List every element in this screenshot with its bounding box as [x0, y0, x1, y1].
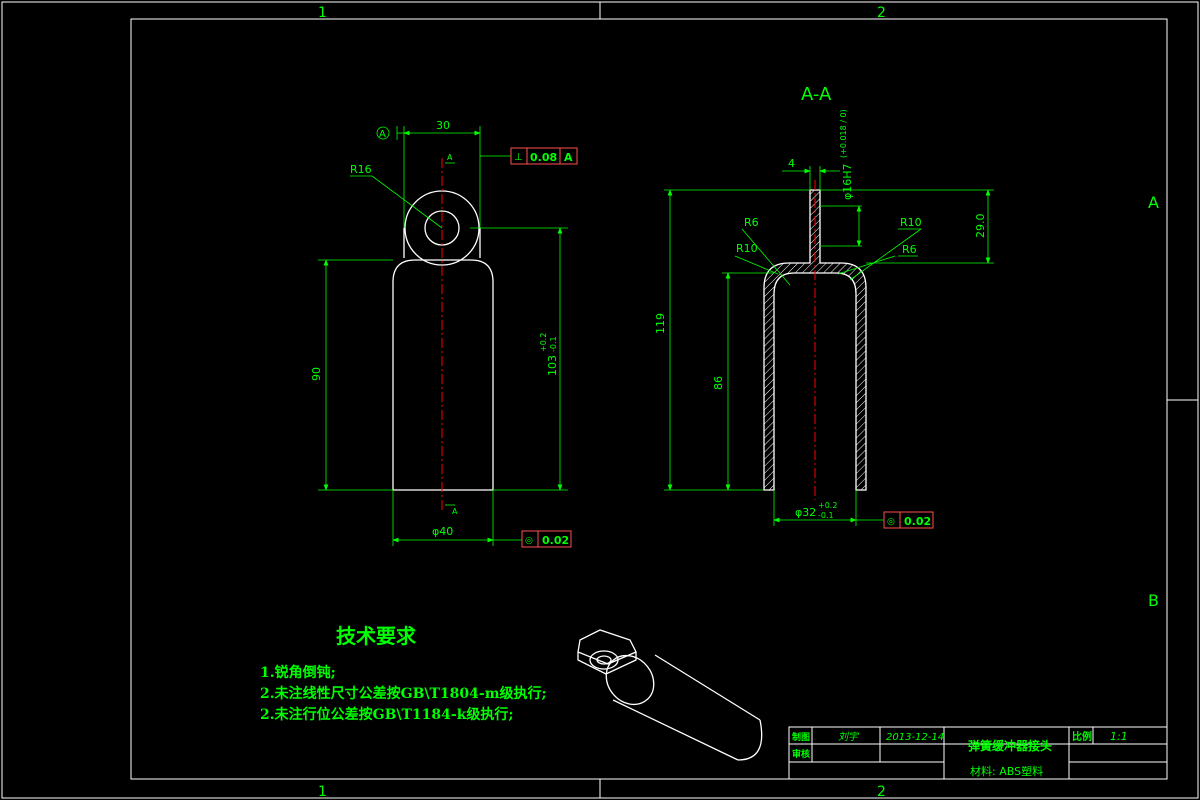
- dim-top-offset: 29.0: [974, 214, 987, 239]
- section-title: A-A: [801, 84, 832, 105]
- tol-1-value: 0.08: [530, 151, 557, 164]
- zone-right-b: B: [1148, 591, 1159, 610]
- tol-3-symbol: ◎: [887, 517, 895, 527]
- tol-1-datum: A: [564, 151, 573, 164]
- title-material: 材料: ABS塑料: [970, 764, 1043, 778]
- tech-requirements-title: 技术要求: [336, 624, 416, 648]
- tol-1-symbol: ⊥: [514, 152, 523, 163]
- tol-3-value: 0.02: [904, 515, 931, 528]
- section-view: A-A: [654, 84, 994, 529]
- title-block: 制图 审核 刘宇 2013-12-14 弹簧缓冲器接头 比例 1:1 材料: A…: [788, 726, 1168, 780]
- zone-top-1: 1: [318, 5, 327, 21]
- dim-r6-right: R6: [902, 243, 917, 256]
- dim-height-119: 119: [654, 313, 667, 334]
- dim-r6-left: R6: [744, 216, 759, 229]
- tol-2-value: 0.02: [542, 534, 569, 547]
- title-label-scale: 比例: [1072, 730, 1092, 743]
- tech-requirement-item: 2.未注线性尺寸公差按GB\T1804-m级执行;: [260, 686, 547, 702]
- tol-inner-lower: -0.1: [818, 511, 834, 520]
- title-scale: 1:1: [1110, 730, 1128, 743]
- zone-bottom-2: 2: [877, 784, 886, 800]
- dim-r10-right: R10: [900, 216, 922, 229]
- datum-label: A: [379, 129, 386, 140]
- dim-inner-diameter: φ32: [795, 506, 816, 519]
- tolerance-frame-perpendicularity: ⊥ 0.08 A: [510, 147, 578, 165]
- title-label-draw: 制图: [792, 731, 810, 743]
- tolerance-frame-concentricity-front: ◎ 0.02: [521, 530, 572, 548]
- title-date: 2013-12-14: [886, 732, 944, 743]
- isometric-view: [577, 629, 763, 761]
- front-view-outline: [392, 190, 494, 491]
- tol-total-upper: +0.2: [539, 333, 548, 352]
- zone-right-a: A: [1148, 193, 1159, 212]
- tol-total-lower: -0.1: [549, 336, 558, 352]
- dim-height-total: 103: [546, 355, 559, 376]
- tech-requirement-item: 1.锐角倒钝;: [260, 665, 336, 681]
- title-label-check: 审核: [792, 748, 810, 760]
- dim-thickness-4: 4: [788, 157, 795, 170]
- dim-width-top: 30: [436, 119, 450, 132]
- tol-bore: (+0.018 / 0): [839, 109, 848, 158]
- section-mark-top: A: [447, 153, 453, 162]
- front-view: A 30 R16 A A φ40 90 103 +0.2 -0.1 ⊥ 0.08…: [310, 119, 578, 548]
- section-hatched-wall: [763, 189, 867, 491]
- dim-height-body: 90: [310, 367, 323, 381]
- dim-radius-r16: R16: [350, 163, 372, 176]
- tol-2-symbol: ◎: [525, 536, 533, 546]
- zone-top-2: 2: [877, 5, 886, 21]
- tech-requirement-item: 2.未注行位公差按GB\T1184-k级执行;: [260, 707, 514, 723]
- title-drafter: 刘宇: [838, 731, 860, 743]
- tolerance-frame-concentricity-section: ◎ 0.02: [883, 511, 934, 529]
- dim-r10-left: R10: [736, 242, 758, 255]
- tol-inner-upper: +0.2: [818, 501, 837, 510]
- title-part-name: 弹簧缓冲器接头: [968, 738, 1052, 753]
- zone-bottom-1: 1: [318, 784, 327, 800]
- dim-height-86: 86: [712, 376, 725, 390]
- dim-bore: φ16H7: [841, 163, 854, 200]
- tech-requirements: 技术要求 1.锐角倒钝; 2.未注线性尺寸公差按GB\T1804-m级执行; 2…: [260, 620, 547, 726]
- dim-diameter-40: φ40: [432, 525, 453, 538]
- section-mark-bottom: A: [452, 507, 458, 516]
